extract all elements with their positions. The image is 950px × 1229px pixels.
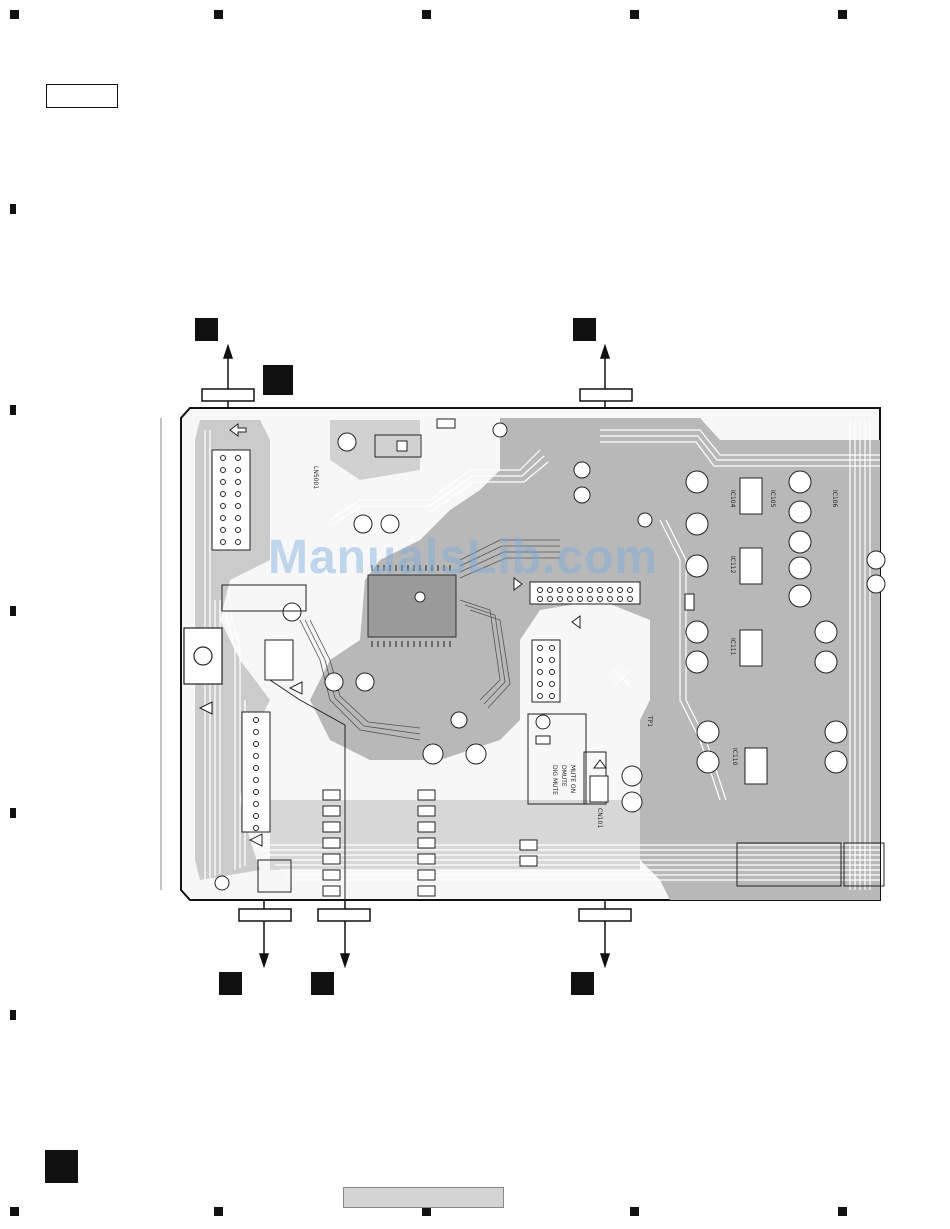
label-ic104: IC104 [729,490,736,508]
label-tp1: TP1 [646,715,653,727]
label-ln5001: LN5001 [312,466,319,489]
label-cn101: CN101 [596,808,603,828]
label-ic110: IC110 [731,748,738,766]
watermark: ManualsLib.com [268,530,658,585]
label-dig-mute: DIG MUTE [551,765,558,795]
connector-strip-center [530,582,640,604]
connector-strip-left [212,450,250,550]
label-mute-on: MUTE ON [569,765,576,793]
connector-strip-lower-left [242,712,270,832]
connector-strip-mid [532,640,560,702]
label-ic112: IC112 [729,556,736,574]
label-dmute: DMUTE [560,765,567,787]
label-ic106: IC106 [831,490,838,508]
label-ic105: IC105 [769,490,776,508]
label-ic111: IC111 [729,638,736,656]
